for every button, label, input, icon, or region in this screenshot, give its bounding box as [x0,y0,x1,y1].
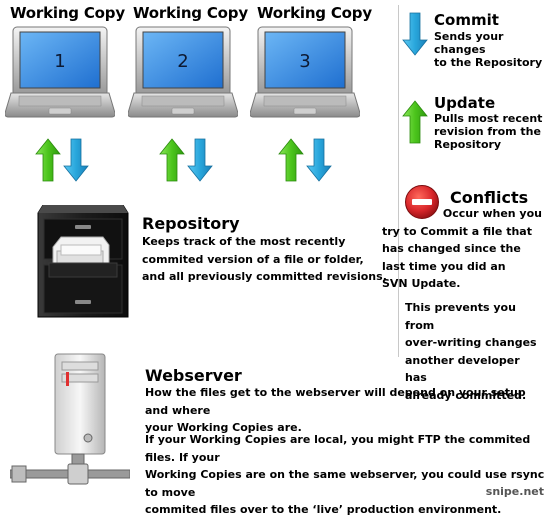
sync-arrows-2-icon [157,138,217,187]
repository-title: Repository [142,214,240,233]
legend-divider [398,5,399,357]
server-icon [9,352,131,494]
conflicts-desc-2: This prevents you from over-writing chan… [405,301,537,402]
sync-arrows-1-icon [33,138,93,187]
webserver-desc: How the files get to the webserver will … [145,386,526,434]
filing-cabinet-icon [35,204,130,324]
laptop-1-icon: 1 [5,25,115,124]
update-arrow-icon [402,100,428,148]
working-copy-2-number: 2 [177,51,188,72]
conflicts-desc: Occur when you try to Commit a file that… [382,207,542,290]
conflict-stop-icon [404,184,440,224]
commit-title: Commit [434,11,499,29]
conflicts-title: Conflicts [450,188,529,207]
working-copy-2-label: Working Copy [133,4,248,22]
credit-text: snipe.net [485,485,544,498]
laptop-3-icon: 3 [250,25,360,124]
update-title: Update [434,94,496,112]
working-copy-3-label: Working Copy [257,4,372,22]
working-copy-1-number: 1 [54,51,65,72]
sync-arrows-3-icon [276,138,336,187]
working-copy-3-number: 3 [299,51,310,72]
webserver-title: Webserver [145,366,242,385]
commit-arrow-icon [402,12,428,60]
working-copy-1-label: Working Copy [10,4,125,22]
laptop-2-icon: 2 [128,25,238,124]
webserver-desc-2: If your Working Copies are local, you mi… [145,433,545,516]
